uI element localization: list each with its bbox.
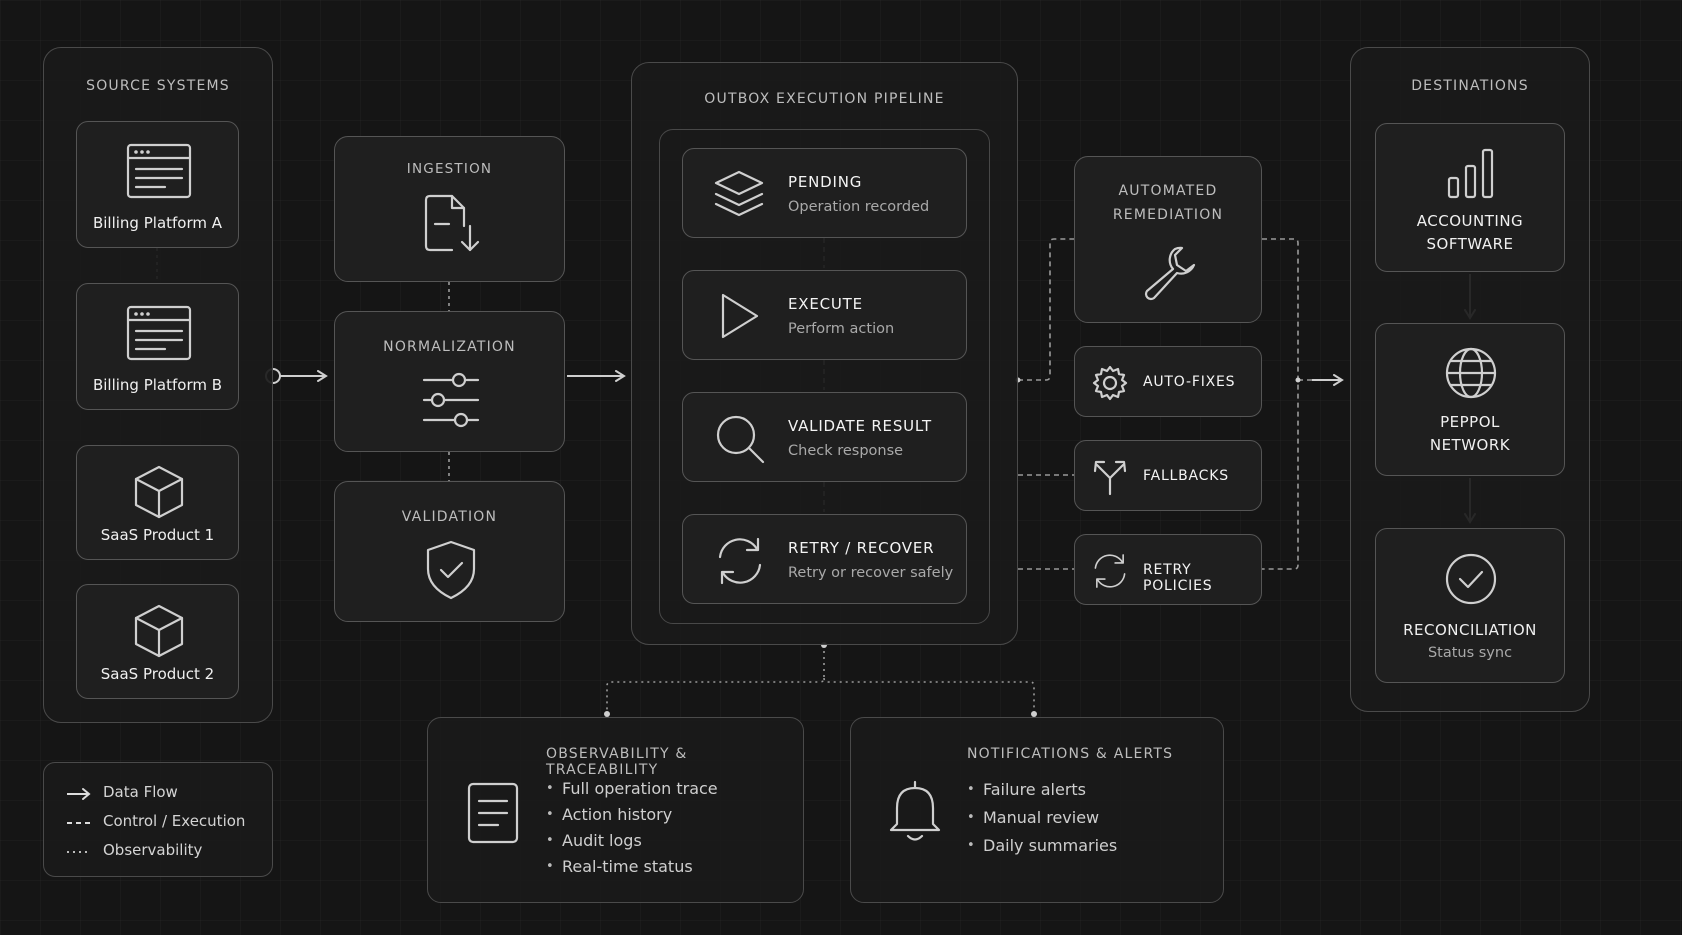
notification-item: Failure alerts (967, 776, 1117, 804)
destination-accounting-software[interactable]: ACCOUNTING SOFTWARE (1375, 123, 1565, 272)
source-label: SaaS Product 1 (100, 526, 215, 544)
pipeline-step-retry-recover[interactable]: RETRY / RECOVER Retry or recover safely (682, 514, 967, 604)
refresh-icon (1091, 552, 1129, 590)
shield-check-icon (424, 539, 478, 601)
destination-reconciliation[interactable]: RECONCILIATION Status sync (1375, 528, 1565, 683)
document-icon (466, 781, 520, 845)
source-billing-platform-a[interactable]: Billing Platform A (76, 121, 239, 248)
pipeline-inner-frame (659, 129, 990, 624)
fork-icon (1091, 456, 1129, 496)
stage-validation-title: VALIDATION (401, 509, 498, 525)
destination-line1: ACCOUNTING (1416, 212, 1524, 230)
notifications-title: NOTIFICATIONS & ALERTS (967, 746, 1174, 762)
destinations-title: DESTINATIONS (1411, 78, 1529, 94)
step-title: VALIDATE RESULT (788, 417, 932, 435)
source-label: SaaS Product 2 (100, 665, 215, 683)
cube-icon (132, 603, 186, 659)
source-label: Billing Platform B (92, 376, 223, 394)
source-systems-title: SOURCE SYSTEMS (86, 78, 230, 94)
pipeline-step-execute[interactable]: EXECUTE Perform action (682, 270, 967, 360)
legend-label: Control / Execution (103, 812, 246, 830)
remediation-title-line2: REMEDIATION (1112, 207, 1224, 223)
browser-window-icon (125, 142, 193, 200)
observability-item: Full operation trace (546, 776, 718, 802)
step-subtitle: Retry or recover safely (788, 565, 954, 581)
search-icon (714, 413, 766, 465)
legend-label: Observability (103, 841, 203, 859)
step-title: RETRY / RECOVER (788, 539, 935, 557)
remediation-label: FALLBACKS (1143, 468, 1229, 484)
destination-line2: SOFTWARE (1426, 235, 1514, 253)
browser-window-icon (125, 304, 193, 362)
step-subtitle: Operation recorded (788, 199, 930, 215)
check-circle-icon (1444, 552, 1498, 606)
play-icon (719, 292, 761, 340)
source-billing-platform-b[interactable]: Billing Platform B (76, 283, 239, 410)
observability-title: OBSERVABILITY & TRACEABILITY (546, 746, 688, 778)
observability-panel[interactable]: OBSERVABILITY & TRACEABILITY Full operat… (427, 717, 804, 903)
refresh-icon (714, 535, 766, 587)
remediation-retry-policies[interactable]: RETRY POLICIES (1074, 534, 1262, 605)
remediation-fallbacks[interactable]: FALLBACKS (1074, 440, 1262, 511)
solid-arrow-icon (67, 788, 91, 800)
source-saas-product-2[interactable]: SaaS Product 2 (76, 584, 239, 699)
source-saas-product-1[interactable]: SaaS Product 1 (76, 445, 239, 560)
notification-item: Manual review (967, 804, 1117, 832)
pipeline-step-pending[interactable]: PENDING Operation recorded (682, 148, 967, 238)
dashed-line-icon (67, 822, 90, 824)
outbox-pipeline-title: OUTBOX EXECUTION PIPELINE (704, 91, 945, 107)
gear-icon (1091, 364, 1129, 402)
remediation-label: RETRY POLICIES (1143, 562, 1213, 594)
layers-icon (713, 169, 765, 219)
notifications-panel[interactable]: NOTIFICATIONS & ALERTS Failure alerts Ma… (850, 717, 1224, 903)
destination-line2: NETWORK (1429, 436, 1511, 454)
stage-validation[interactable]: VALIDATION (334, 481, 565, 622)
step-subtitle: Check response (788, 443, 904, 459)
destination-line1: RECONCILIATION (1403, 621, 1537, 639)
step-title: PENDING (788, 173, 863, 191)
observability-list: Full operation trace Action history Audi… (546, 776, 718, 880)
remediation-auto-fixes[interactable]: AUTO-FIXES (1074, 346, 1262, 417)
stage-ingestion[interactable]: INGESTION (334, 136, 565, 282)
sliders-icon (421, 370, 481, 430)
step-subtitle: Perform action (788, 321, 895, 337)
globe-icon (1444, 346, 1498, 400)
legend-panel: Data Flow Control / Execution Observabil… (43, 762, 273, 877)
observability-item: Audit logs (546, 828, 718, 854)
stage-ingestion-title: INGESTION (406, 161, 493, 177)
cube-icon (132, 464, 186, 520)
automated-remediation-card[interactable]: AUTOMATED REMEDIATION (1074, 156, 1262, 323)
notification-item: Daily summaries (967, 832, 1117, 860)
wrench-icon (1141, 245, 1197, 301)
remediation-label: AUTO-FIXES (1143, 374, 1236, 390)
destination-line2: Status sync (1427, 645, 1513, 661)
observability-item: Real-time status (546, 854, 718, 880)
bell-icon (887, 778, 943, 844)
stage-normalization-title: NORMALIZATION (383, 339, 516, 355)
pipeline-step-validate-result[interactable]: VALIDATE RESULT Check response (682, 392, 967, 482)
bar-chart-icon (1446, 146, 1496, 200)
observability-item: Action history (546, 802, 718, 828)
destination-peppol-network[interactable]: PEPPOL NETWORK (1375, 323, 1565, 476)
dotted-line-icon (67, 851, 90, 853)
legend-label: Data Flow (103, 783, 178, 801)
notifications-list: Failure alerts Manual review Daily summa… (967, 776, 1117, 860)
remediation-title-line1: AUTOMATED (1118, 183, 1218, 199)
file-download-icon (422, 192, 484, 256)
stage-normalization[interactable]: NORMALIZATION (334, 311, 565, 452)
destination-line1: PEPPOL (1440, 413, 1500, 431)
step-title: EXECUTE (788, 295, 863, 313)
source-label: Billing Platform A (92, 214, 223, 232)
